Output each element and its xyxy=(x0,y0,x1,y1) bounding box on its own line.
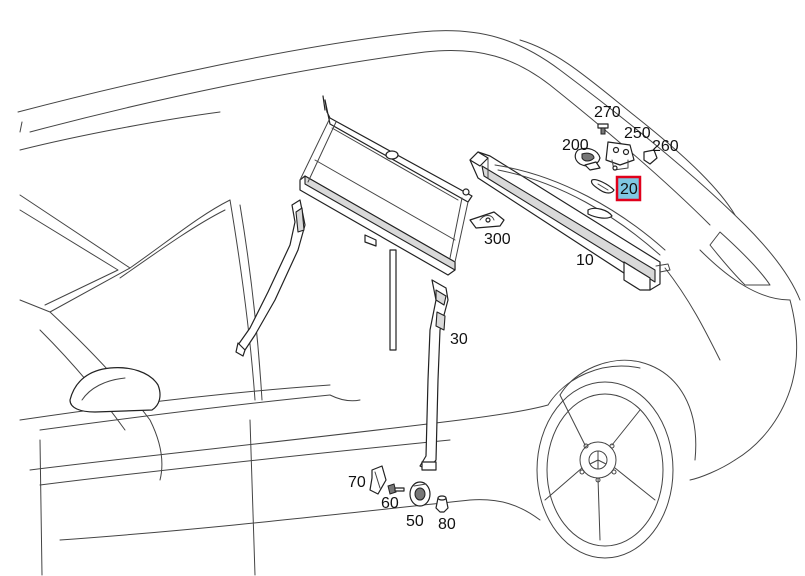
callout-200: 200 xyxy=(562,137,589,154)
callout-60: 60 xyxy=(381,495,399,512)
callout-70: 70 xyxy=(348,474,366,491)
callout-250: 250 xyxy=(624,125,651,142)
part-20-clip xyxy=(590,179,615,194)
callout-50: 50 xyxy=(406,513,424,530)
callout-30: 30 xyxy=(450,331,468,348)
part-10-luggage-cover xyxy=(469,151,671,291)
latch-assembly xyxy=(574,123,658,171)
callout-20-highlight-box xyxy=(615,175,642,202)
small-fasteners xyxy=(369,465,449,513)
part-30-partition-net xyxy=(235,95,473,471)
part-300-hook xyxy=(469,211,505,229)
callout-270: 270 xyxy=(594,104,621,121)
callout-260: 260 xyxy=(652,138,679,155)
callout-10: 10 xyxy=(576,252,594,269)
car-body-outline xyxy=(17,30,801,576)
callout-20: 20 xyxy=(620,181,638,198)
callout-300: 300 xyxy=(484,231,511,248)
callout-80: 80 xyxy=(438,516,456,533)
callout-labels: 270 250 200 260 20 300 10 30 70 60 50 80 xyxy=(348,104,679,533)
